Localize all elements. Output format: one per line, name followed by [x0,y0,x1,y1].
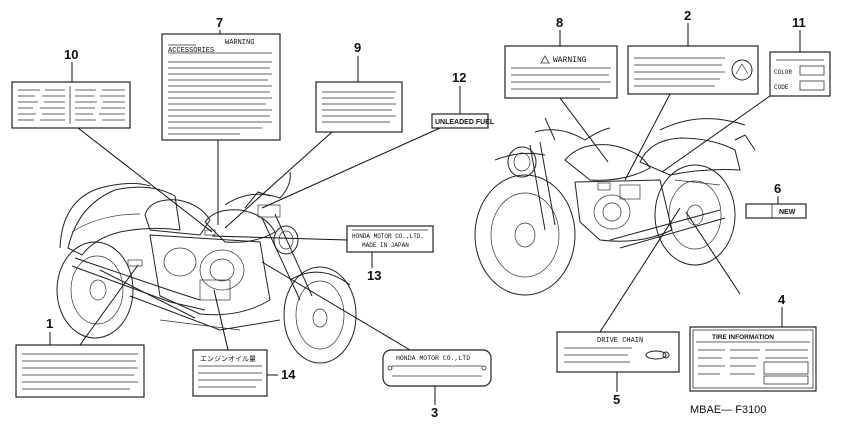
label-13-line1: HONDA MOTOR CO.,LTD. [352,233,424,240]
label-11-code-text: CODE [774,84,789,91]
label-2-number: 2 [684,8,691,23]
label-7-number: 7 [216,15,223,30]
label-9-sticker [315,81,403,133]
label-10-sticker [11,81,131,129]
label-5-sticker [556,331,680,373]
label-12-text: UNLEADED FUEL [435,119,495,126]
label-12-number: 12 [452,70,466,85]
label-9-pointer [224,131,333,229]
label-1-number: 1 [46,316,53,331]
label-14-sticker [192,349,268,397]
label-6-text: NEW [779,209,796,216]
label-5-text: DRIVE CHAIN [597,337,643,345]
label-8-pointer [559,97,609,163]
label-13-pointer [211,235,348,241]
label-7-accessories-text: ACCESSORIES [168,47,214,55]
label-9-number: 9 [354,40,361,55]
label-8-number: 8 [556,15,563,30]
label-13-number: 13 [367,268,381,283]
label-13-line2: MADE IN JAPAN [362,242,409,249]
label-13-sticker [346,225,434,253]
label-14-text: エンジンオイル量 [200,355,256,364]
label-7-sticker [161,33,281,141]
label-11-sticker [769,51,831,97]
label-3-text: HONDA MOTOR CO.,LTD [396,355,470,362]
label-4-number: 4 [778,292,786,307]
label-10-number: 10 [64,47,78,62]
label-11-pointer [661,95,771,173]
label-8-sticker [504,45,618,99]
label-11-color-text: COLOR [774,69,792,76]
label-14-pointer [213,289,229,351]
label-5-pointer [599,207,681,333]
label-10-pointer [77,127,213,233]
label-7-warning-text: WARNING [225,39,254,47]
label-3-number: 3 [431,405,438,420]
label-6-sticker [745,203,807,219]
label-2-pointer [624,93,671,181]
label-6-number: 6 [774,181,781,196]
label-3-pointer [261,261,411,351]
label-2-sticker [627,45,759,95]
label-4-pointer [685,211,741,295]
label-8-text: WARNING [553,56,587,65]
left-motorcycle-drawing [56,171,357,364]
label-3-sticker [382,349,492,387]
right-motorcycle-drawing [474,117,756,296]
label-12-pointer [261,127,441,209]
label-11-number: 11 [792,15,806,30]
label-14-number: 14 [281,367,296,382]
label-4-text: TIRE INFORMATION [712,334,774,341]
diagram-code: MBAE— F3100 [690,404,766,416]
label-5-number: 5 [613,392,620,407]
label-4-sticker [689,326,817,392]
label-1-sticker [15,344,145,398]
label-1-pointer [79,264,139,346]
